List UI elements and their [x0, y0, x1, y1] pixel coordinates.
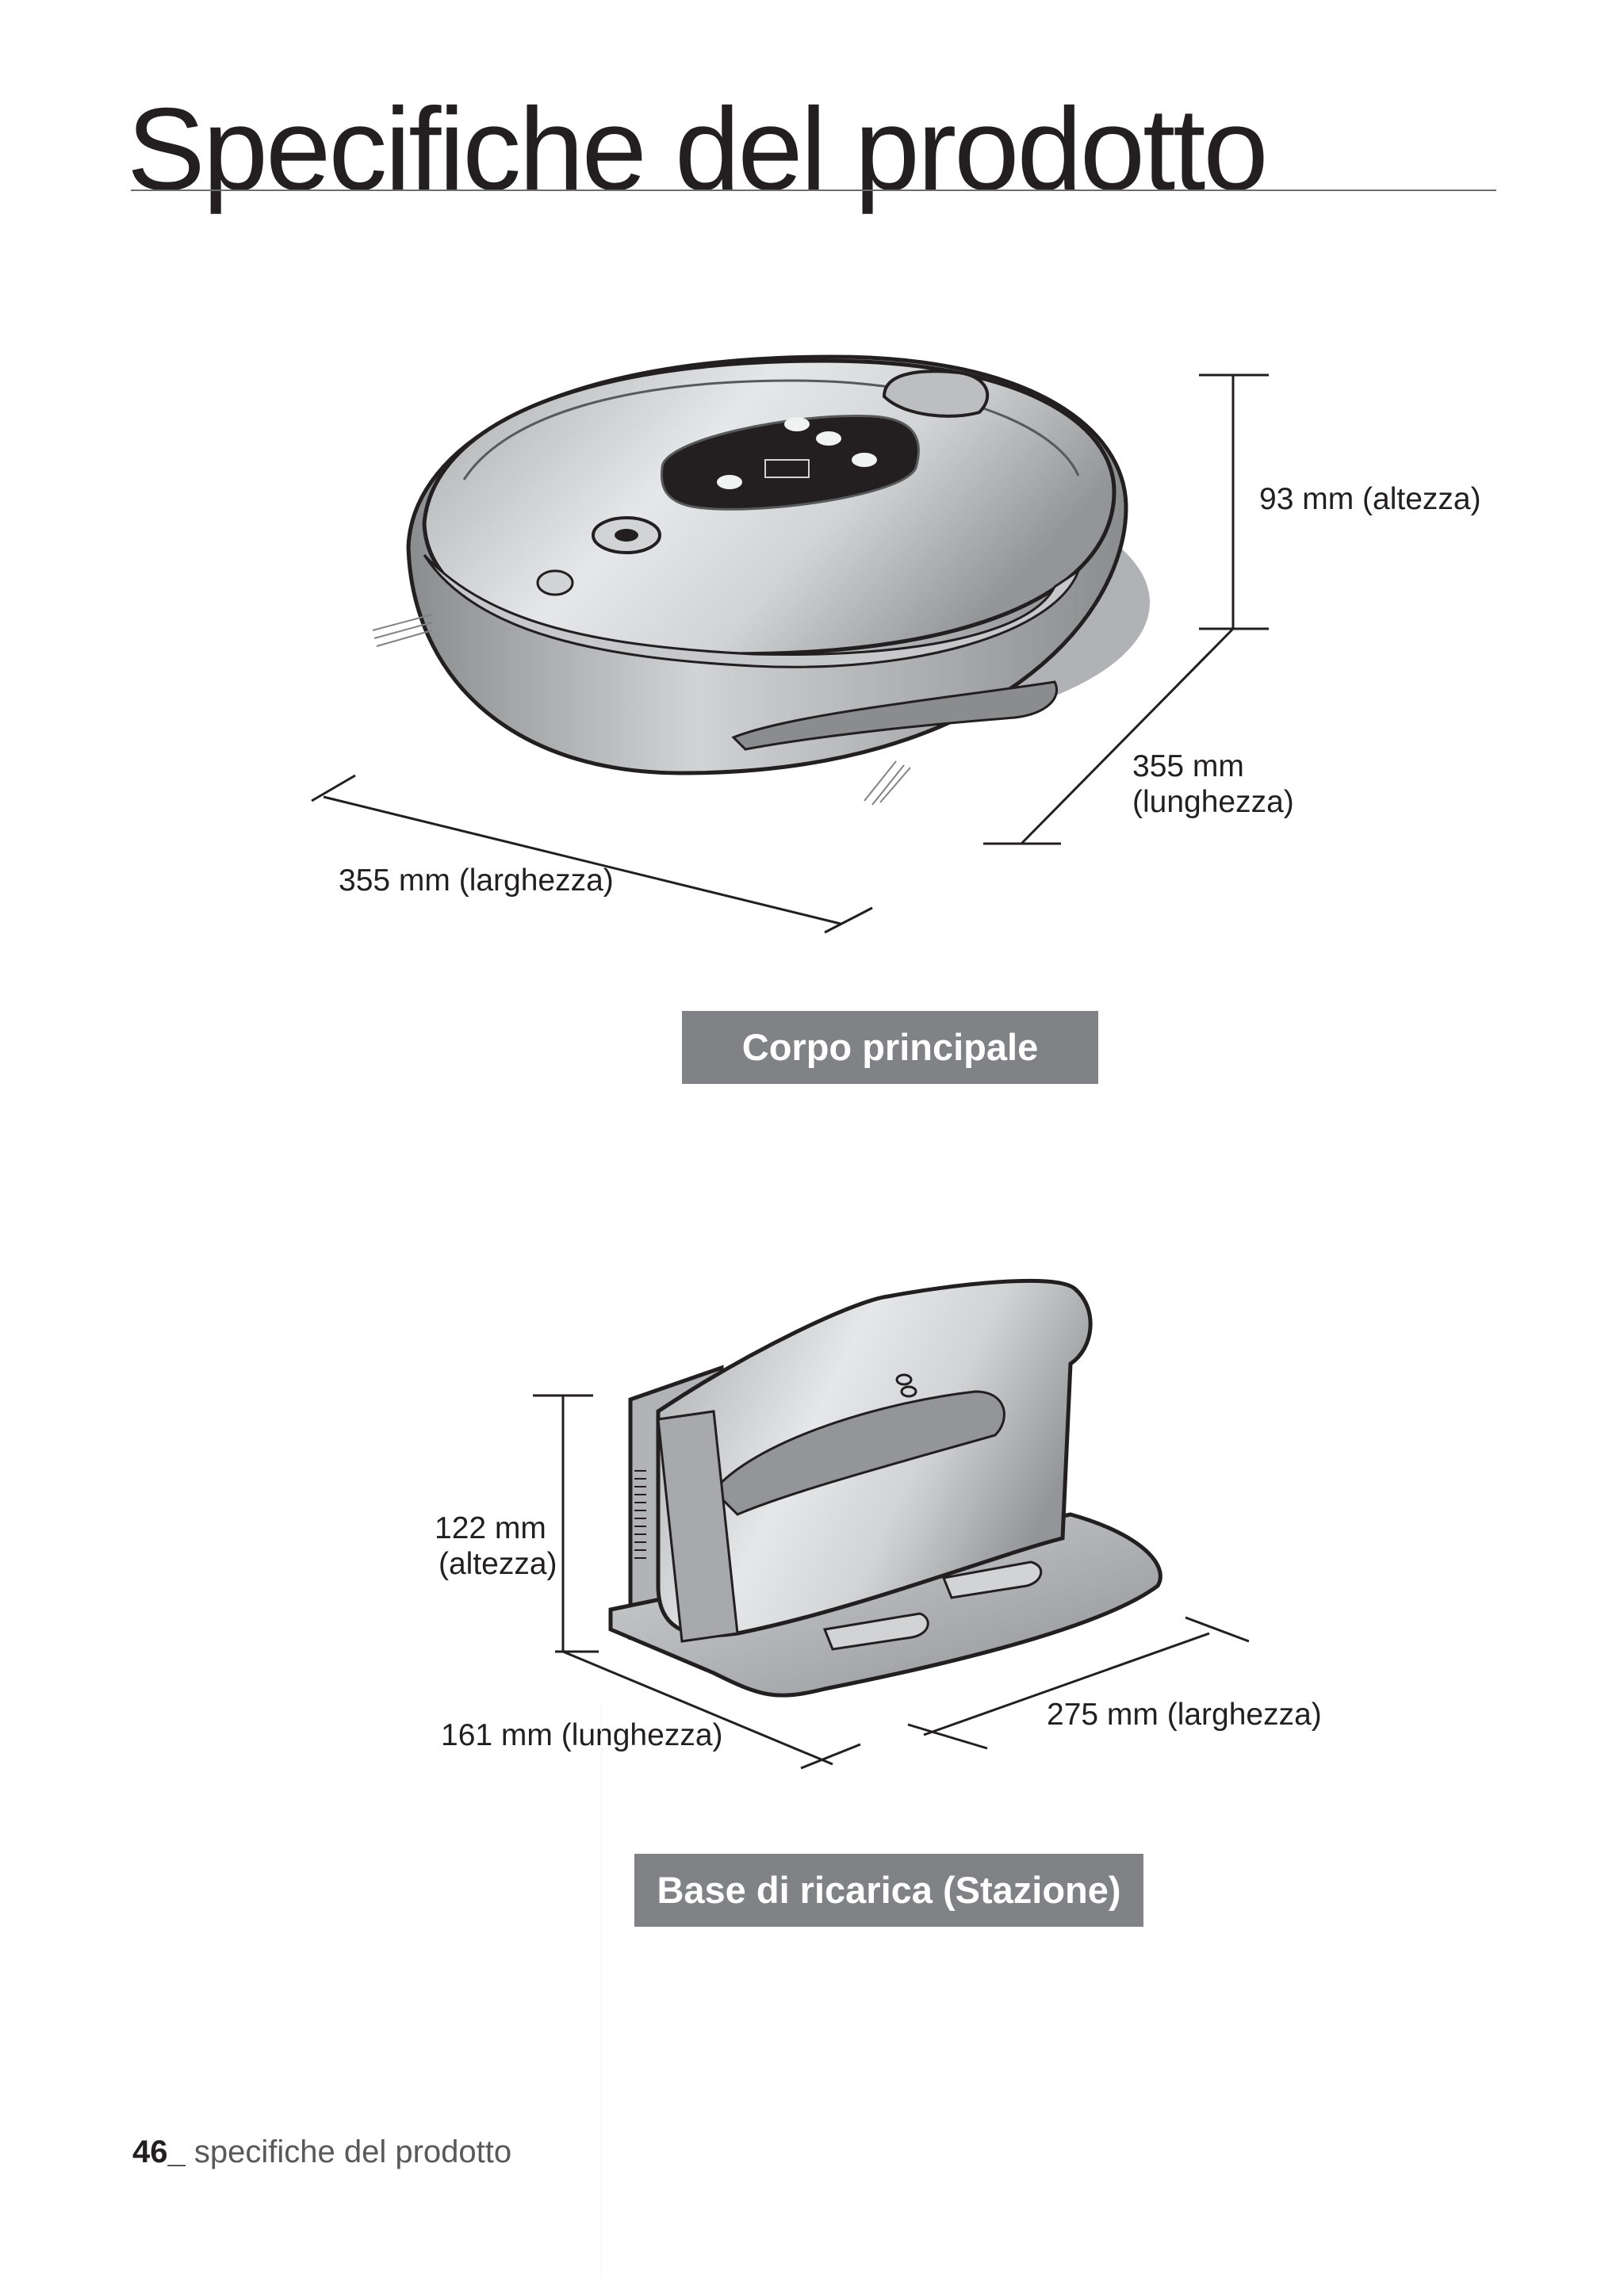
robot-height-label: 93 mm (altezza): [1259, 482, 1481, 516]
page-title: Specifiche del prodotto: [127, 84, 1269, 215]
page-number: 46_: [132, 2134, 186, 2169]
side-brush-left: [372, 614, 433, 647]
top-sensor: [882, 369, 990, 418]
base-width-label: 275 mm (larghezza): [1047, 1698, 1322, 1732]
page-footer: 46_ specifiche del prodotto: [132, 2134, 511, 2170]
robot-length-label-line2: (lunghezza): [1132, 785, 1294, 819]
robot-vacuum-illustration: [311, 354, 1269, 934]
base-length-label: 161 mm (lunghezza): [441, 1718, 723, 1752]
base-hood: [656, 1278, 1093, 1637]
base-back-plate: [628, 1365, 724, 1641]
dimension-lines-robot: [311, 373, 1269, 934]
base-height-label-line1: 122 mm: [435, 1511, 546, 1545]
main-body-caption: Corpo principale: [682, 1011, 1098, 1084]
side-brush-right: [864, 760, 911, 806]
page-fold-line: [601, 1705, 602, 2278]
base-floor-plate: [608, 1512, 1162, 1698]
robot-width-label: 355 mm (larghezza): [339, 863, 614, 898]
base-height-label-line2: (altezza): [439, 1547, 557, 1581]
footer-section: specifiche del prodotto: [193, 2134, 512, 2169]
robot-length-label-line1: 355 mm: [1132, 749, 1244, 783]
title-divider: [131, 190, 1496, 191]
charging-base-caption: Base di ricarica (Stazione): [634, 1854, 1143, 1927]
robot-side-vent: [731, 680, 1058, 751]
